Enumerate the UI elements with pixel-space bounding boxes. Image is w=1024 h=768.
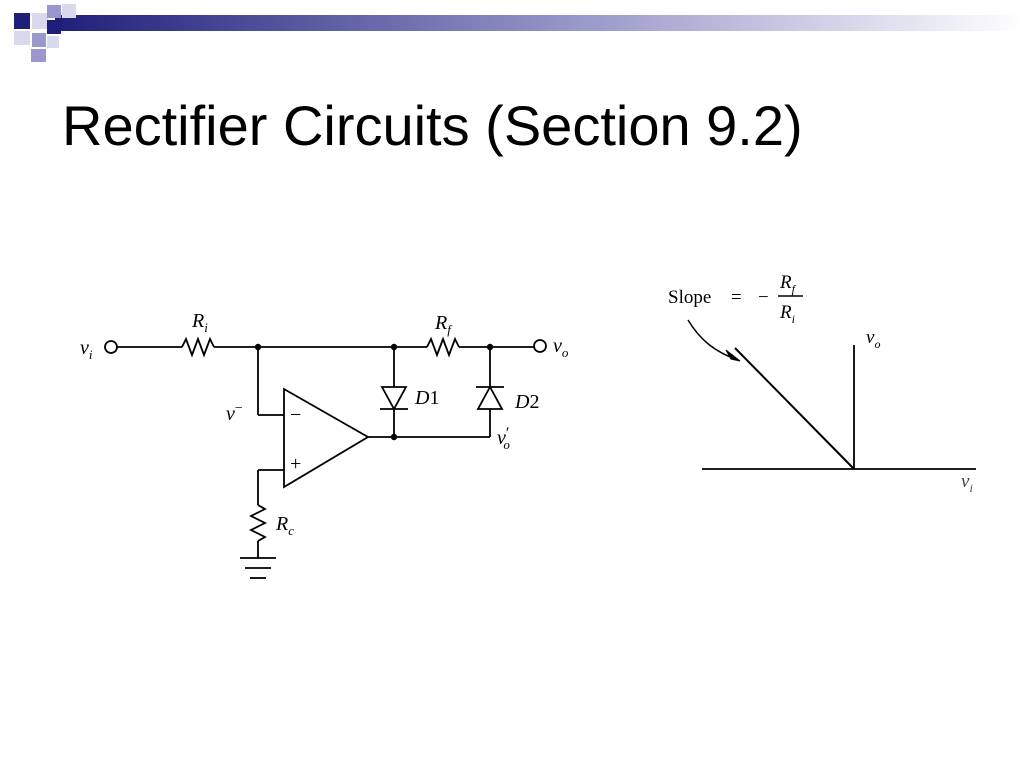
diode-d1	[380, 386, 408, 411]
deco-square	[31, 49, 46, 62]
deco-square	[47, 20, 61, 34]
label-plus-terminal: +	[290, 453, 301, 475]
label-resistor-rf: Rf	[434, 312, 453, 337]
header-gradient-band	[55, 15, 1024, 31]
deco-square	[47, 5, 61, 18]
label-opamp-output: v′o	[497, 425, 510, 452]
label-diode-d1: D1	[414, 387, 439, 409]
label-resistor-ri: Ri	[191, 310, 208, 335]
transfer-curve	[734, 347, 855, 470]
junction-dot	[390, 433, 398, 441]
slope-negative-sign: −	[758, 287, 769, 308]
compensation-resistor	[248, 504, 268, 542]
ground-symbol	[240, 557, 276, 579]
y-axis-label: vo	[866, 327, 880, 351]
deco-square	[47, 36, 59, 48]
x-axis-label: vi	[961, 471, 973, 495]
deco-square	[32, 33, 46, 47]
junction-dots	[254, 343, 494, 441]
op-amp	[283, 387, 370, 489]
transfer-characteristic	[687, 319, 976, 470]
input-terminal	[104, 340, 118, 354]
slope-equals: =	[731, 287, 742, 308]
slide-title: Rectifier Circuits (Section 9.2)	[62, 94, 803, 157]
label-diode-d2: D2	[514, 391, 539, 413]
slope-label: Slope	[668, 287, 711, 308]
junction-dot	[390, 343, 398, 351]
header-decoration	[14, 4, 1024, 62]
label-resistor-rc: Rc	[275, 513, 294, 538]
junction-dot	[486, 343, 494, 351]
feedback-resistor	[426, 336, 460, 358]
slope-numerator: Rf	[779, 272, 797, 296]
deco-square	[14, 31, 30, 45]
deco-square	[62, 4, 76, 18]
deco-square	[14, 13, 30, 29]
label-input-vi: vi	[80, 337, 93, 362]
output-terminal	[533, 339, 547, 353]
junction-dot	[254, 343, 262, 351]
slope-denominator: Ri	[779, 302, 795, 326]
label-inverting-node: v−	[226, 401, 243, 425]
deco-square	[32, 13, 48, 29]
diode-d2	[476, 385, 504, 410]
precision-rectifier-circuit	[104, 336, 547, 579]
label-minus-terminal: −	[290, 404, 301, 426]
label-output-vo: vo	[553, 335, 569, 360]
input-resistor	[181, 336, 215, 358]
